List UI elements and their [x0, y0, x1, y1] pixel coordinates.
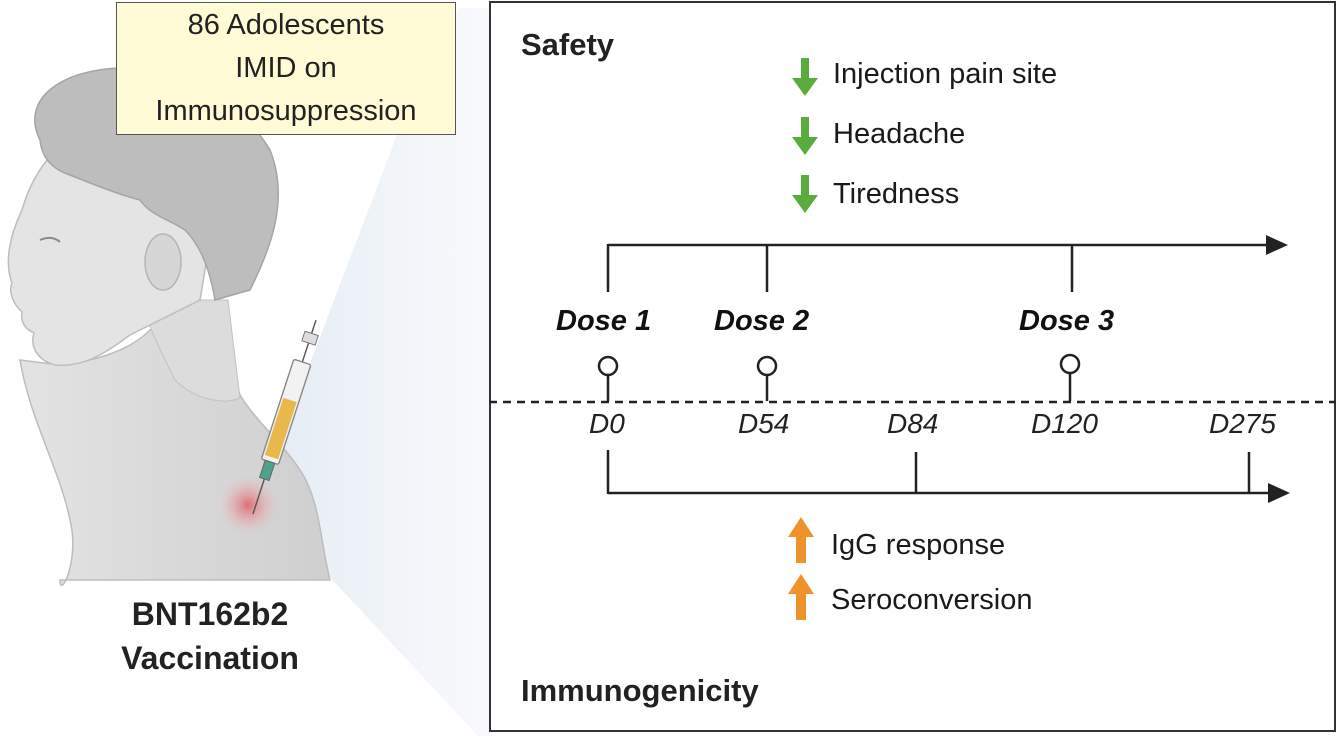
immunogenicity-item-2: Seroconversion [831, 584, 1033, 616]
immunogenicity-title: Immunogenicity [521, 673, 759, 708]
cohort-line-2: IMID on [235, 52, 337, 84]
arrow-head [1268, 483, 1290, 503]
arrow-head [1266, 235, 1288, 255]
down-arrow-icon [792, 117, 818, 155]
eye [39, 236, 61, 243]
vaccination-line-1: BNT162b2 [131, 596, 289, 632]
day-label-d54: D54 [738, 408, 790, 439]
day-label-d84: D84 [887, 408, 939, 439]
dose-marker [1059, 353, 1081, 375]
immunogenicity-item-1: IgG response [831, 529, 1006, 561]
safety-arrows [792, 58, 818, 213]
injection-site [218, 475, 278, 535]
safety-item-3: Tiredness [833, 178, 960, 210]
dose-marker [756, 355, 778, 377]
dose-timeline [606, 243, 1270, 292]
day-label-d120: D120 [1031, 408, 1098, 439]
timeline-panel [489, 1, 1336, 732]
dose-label-1: Dose 1 [556, 305, 652, 337]
adolescent-illustration [7, 8, 490, 736]
neck [139, 299, 241, 402]
dose-label-2: Dose 2 [714, 305, 810, 337]
dose-label-3: Dose 3 [1019, 305, 1115, 337]
dose-markers [597, 353, 1081, 401]
up-arrow-icon [788, 574, 814, 620]
safety-item-2: Headache [833, 118, 966, 150]
cohort-line-1: 86 Adolescents [187, 9, 385, 41]
safety-item-1: Injection pain site [833, 58, 1058, 90]
up-arrow-icon [788, 517, 814, 563]
safety-title: Safety [521, 27, 615, 62]
day-label-d0: D0 [589, 408, 625, 439]
immunogenicity-arrows [788, 517, 814, 620]
down-arrow-icon [792, 175, 818, 213]
vaccination-label: BNT162b2 Vaccination [60, 592, 360, 680]
day-label-d275: D275 [1209, 408, 1276, 439]
dose-marker [597, 355, 619, 377]
vaccination-line-2: Vaccination [121, 640, 299, 676]
followup-timeline [606, 450, 1270, 495]
syringe [252, 319, 319, 515]
ear [144, 233, 182, 291]
cohort-line-3: Immunosuppression [155, 95, 417, 127]
cohort-box: 86 Adolescents IMID on Immunosuppression [116, 2, 456, 135]
down-arrow-icon [792, 58, 818, 96]
